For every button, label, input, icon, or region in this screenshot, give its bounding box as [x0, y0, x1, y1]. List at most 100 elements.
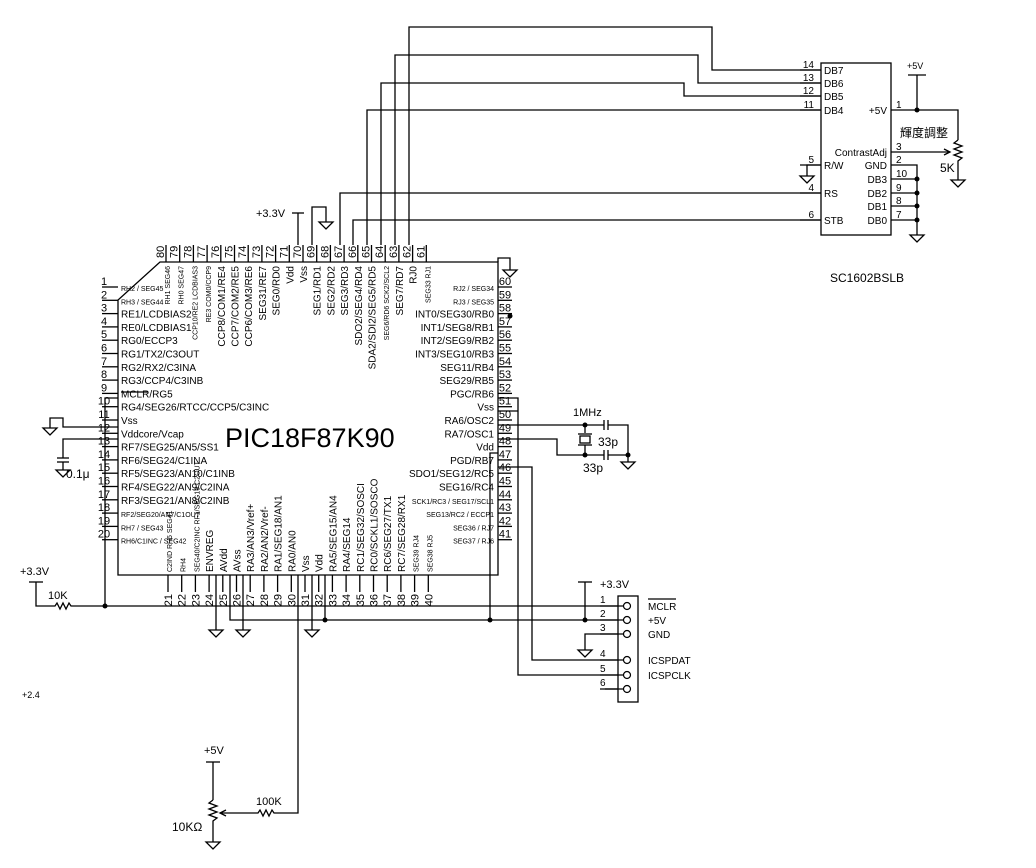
- mcu-pin-label: RA2/AN2/Vref-: [260, 506, 271, 572]
- mcu-pin-label: SEG36 / RJ7: [453, 525, 494, 532]
- mcu-pin-number: 56: [499, 329, 511, 341]
- ground-icon: [317, 221, 335, 230]
- ground-icon: [234, 629, 252, 638]
- lcd-pin-label: DB7: [824, 66, 844, 77]
- icsp-pin-label: +5V: [648, 616, 666, 627]
- mcu-pin-number: 25: [218, 594, 230, 606]
- mcu-pin-number: 11: [98, 409, 109, 421]
- ground-icon: [207, 629, 225, 638]
- mcu-pin-label: RH1 SEG46: [165, 266, 172, 305]
- mcu-pin-number: 3: [101, 303, 107, 315]
- lcd-pin-label: +5V: [869, 106, 887, 117]
- icsp-pin-socket: [622, 684, 632, 694]
- mcu-pin-label: Vss: [299, 266, 310, 283]
- mcu-pin-number: 32: [314, 594, 326, 606]
- pot-series-resistor: [220, 808, 278, 818]
- mcu-pin-number: 43: [499, 502, 511, 514]
- mcu-pin-number: 52: [499, 382, 511, 394]
- mcu-pin-label: RG3/CCP4/C3INB: [121, 376, 204, 387]
- mcu-pin-label: SEG7/RD7: [395, 266, 406, 316]
- mcu-pin-number: 16: [98, 476, 110, 488]
- mcu-pin-label: RA5/SEG15/AN4: [328, 495, 339, 572]
- mcu-pin-label: RH3 / SEG44: [121, 299, 164, 306]
- mcu-pin-number: 40: [423, 594, 435, 606]
- mcu-pin-label: C2IND RH5 SEG41: [167, 510, 174, 572]
- mcu-pin-label: RJ0: [409, 266, 420, 284]
- mcu-pin-number: 39: [410, 594, 422, 606]
- mcu-pin-label: SEG38 RJ5: [427, 535, 434, 572]
- mcu-pin-label: Vdd: [285, 266, 296, 284]
- mcu-pin-number: 24: [204, 594, 216, 606]
- mcu-pin-label: SDO2/SEG4/RD4: [354, 266, 365, 346]
- mcu-pin-number: 21: [163, 594, 175, 606]
- lcd-pin-number: 10: [896, 169, 908, 180]
- icsp-pin-number: 2: [600, 609, 606, 620]
- mcu-pin-label: SEG0/RD0: [272, 266, 283, 316]
- mcu-pin-number: 27: [245, 594, 257, 606]
- mcu-pin-number: 45: [499, 476, 511, 488]
- mcu-pin-number: 54: [499, 356, 511, 368]
- contrast-pot: [952, 139, 964, 180]
- mcu-pin-label: SEG13/RC2 / ECCP1: [426, 512, 494, 519]
- mcu-pin-label: RA7/OSC1: [445, 429, 495, 440]
- mcu-pin-number: 6: [101, 343, 107, 355]
- mcu-pin-number: 57: [499, 316, 511, 328]
- mcu-pin-label: RA4/SEG14: [342, 517, 353, 572]
- mcu-pin-label: RC7/SEG28/RX1: [397, 494, 408, 572]
- mcu-pin-number: 33: [327, 594, 339, 606]
- icsp-pin-socket: [622, 655, 632, 665]
- mcu-pin-label: AVss: [233, 549, 244, 572]
- mcu-pin-number: 34: [341, 594, 353, 606]
- icsp-pin-number: 5: [600, 664, 606, 675]
- mcu-pin-label: RF4/SEG22/AN9/C2INA: [121, 483, 230, 494]
- mcu-pin-number: 5: [101, 329, 107, 341]
- mcu-pin-label: RG2/RX2/C3INA: [121, 363, 196, 374]
- mcu-pin-label: RE1/LCDBIAS2: [121, 310, 192, 321]
- lcd-pin-number: 1: [896, 100, 902, 111]
- mcu-pin-number: 58: [499, 303, 511, 315]
- lcd-pin-number: 2: [896, 155, 902, 166]
- lcd-part-name: SC1602BSLB: [830, 271, 904, 285]
- mcu-pin-number: 51: [499, 396, 511, 408]
- mcu-pin-label: SEG16/RC4: [439, 483, 494, 494]
- mcu-pin-number: 64: [374, 246, 386, 258]
- lcd-pin-label: DB1: [868, 202, 888, 213]
- mcu-pin-number: 7: [101, 356, 107, 368]
- mcu-pin-number: 42: [499, 515, 511, 527]
- wire-rw-gnd: [806, 164, 821, 176]
- mcu-pin-label: RF2/SEG20/AN7/C1OUT: [121, 512, 201, 519]
- mcu-pin-label: SEG39 RJ4: [414, 535, 421, 572]
- mcu-pin-number: 15: [98, 462, 110, 474]
- ground-icon: [54, 469, 72, 478]
- icsp-pin-label: ICSPCLK: [648, 671, 691, 682]
- mcu-pin-label: RA0/AN0: [287, 530, 298, 572]
- lcd-outline: [820, 62, 892, 236]
- mcu-pin-label: INT3/SEG10/RB3: [415, 350, 494, 361]
- lcd-supply-label: +5V: [907, 61, 923, 71]
- wire-rs: [339, 192, 821, 245]
- mcu-pin-label: CCP6/COM3/RE6: [244, 266, 255, 347]
- mcu-pin-number: 61: [415, 246, 427, 258]
- mcu-pin-number: 79: [169, 246, 181, 258]
- mcu-pin-number: 50: [499, 409, 511, 421]
- mcu-pin-number: 46: [499, 462, 511, 474]
- pot-resistor-label: 100K: [256, 796, 282, 808]
- wire-db5: [380, 82, 821, 245]
- icsp-pin-label: GND: [648, 630, 670, 641]
- icsp-pin-number: 1: [600, 595, 606, 606]
- lcd-pin-label: RS: [824, 189, 838, 200]
- mcu-pin-number: 76: [210, 246, 222, 258]
- mcu-pin-number: 36: [369, 594, 381, 606]
- mcu-pin-number: 10: [98, 396, 110, 408]
- mcu-pin-number: 68: [319, 246, 331, 258]
- ground-icon: [41, 427, 59, 436]
- mcu-pin-label: RG0/ECCP3: [121, 336, 178, 347]
- wire-db4: [366, 109, 821, 245]
- mcu-pin-number: 30: [286, 594, 298, 606]
- icsp-pin-number: 4: [600, 649, 606, 660]
- wire-db6: [394, 54, 821, 245]
- lcd-pin-label: ContrastAdj: [835, 148, 887, 159]
